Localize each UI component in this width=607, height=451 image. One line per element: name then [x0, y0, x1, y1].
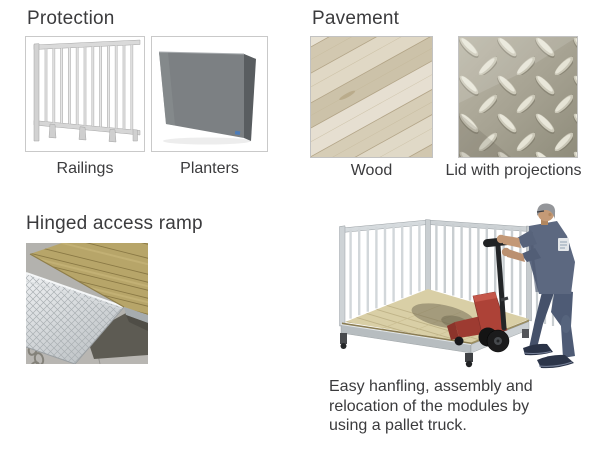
wood-label: Wood: [350, 162, 393, 179]
wood-photo-frame: [310, 36, 433, 158]
diamond-plate-photo: [459, 37, 577, 157]
handling-caption: Easy hanfling, assembly and relocation o…: [329, 377, 587, 436]
railings-label: Railings: [56, 160, 114, 177]
railings-photo: [33, 39, 141, 143]
handling-photo-frame: [331, 202, 593, 376]
planters-label: Planters: [180, 160, 239, 177]
pallet-truck-module-photo: [339, 203, 575, 369]
lid-label: Lid with projections: [445, 162, 582, 179]
hinged-ramp-heading: Hinged access ramp: [26, 213, 203, 234]
caption-line-2: relocation of the modules by: [329, 397, 530, 415]
railings-photo-frame: [25, 36, 145, 152]
protection-heading: Protection: [27, 8, 115, 29]
planters-photo-frame: [151, 36, 268, 152]
pavement-heading: Pavement: [312, 8, 400, 29]
caption-line-1: Easy hanfling, assembly and: [329, 378, 533, 395]
lid-photo-frame: [458, 36, 578, 158]
wood-texture-photo: [311, 37, 432, 157]
planters-photo: [158, 51, 256, 145]
caption-line-3: using a pallet truck.: [329, 417, 467, 434]
hinged-ramp-photo-frame: [25, 243, 148, 373]
worker: [496, 203, 575, 369]
hinged-ramp-photo: [25, 243, 148, 373]
